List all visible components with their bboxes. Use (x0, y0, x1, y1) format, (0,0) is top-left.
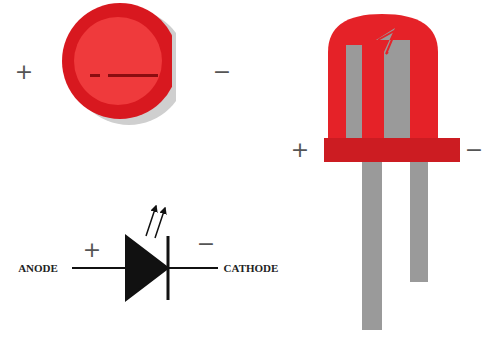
terminal-name: CATHODE (224, 263, 279, 274)
led-side-view (324, 14, 460, 330)
polarity-sign: + (83, 239, 101, 261)
polarity-sign: − (213, 61, 231, 83)
led-top-view (62, 3, 187, 125)
polarity-sign: + (15, 61, 33, 83)
polarity-sign: + (291, 139, 309, 161)
polarity-sign: − (465, 139, 483, 161)
polarity-sign: − (197, 233, 215, 255)
led-symbol (72, 206, 218, 300)
terminal-name: ANODE (18, 263, 58, 274)
